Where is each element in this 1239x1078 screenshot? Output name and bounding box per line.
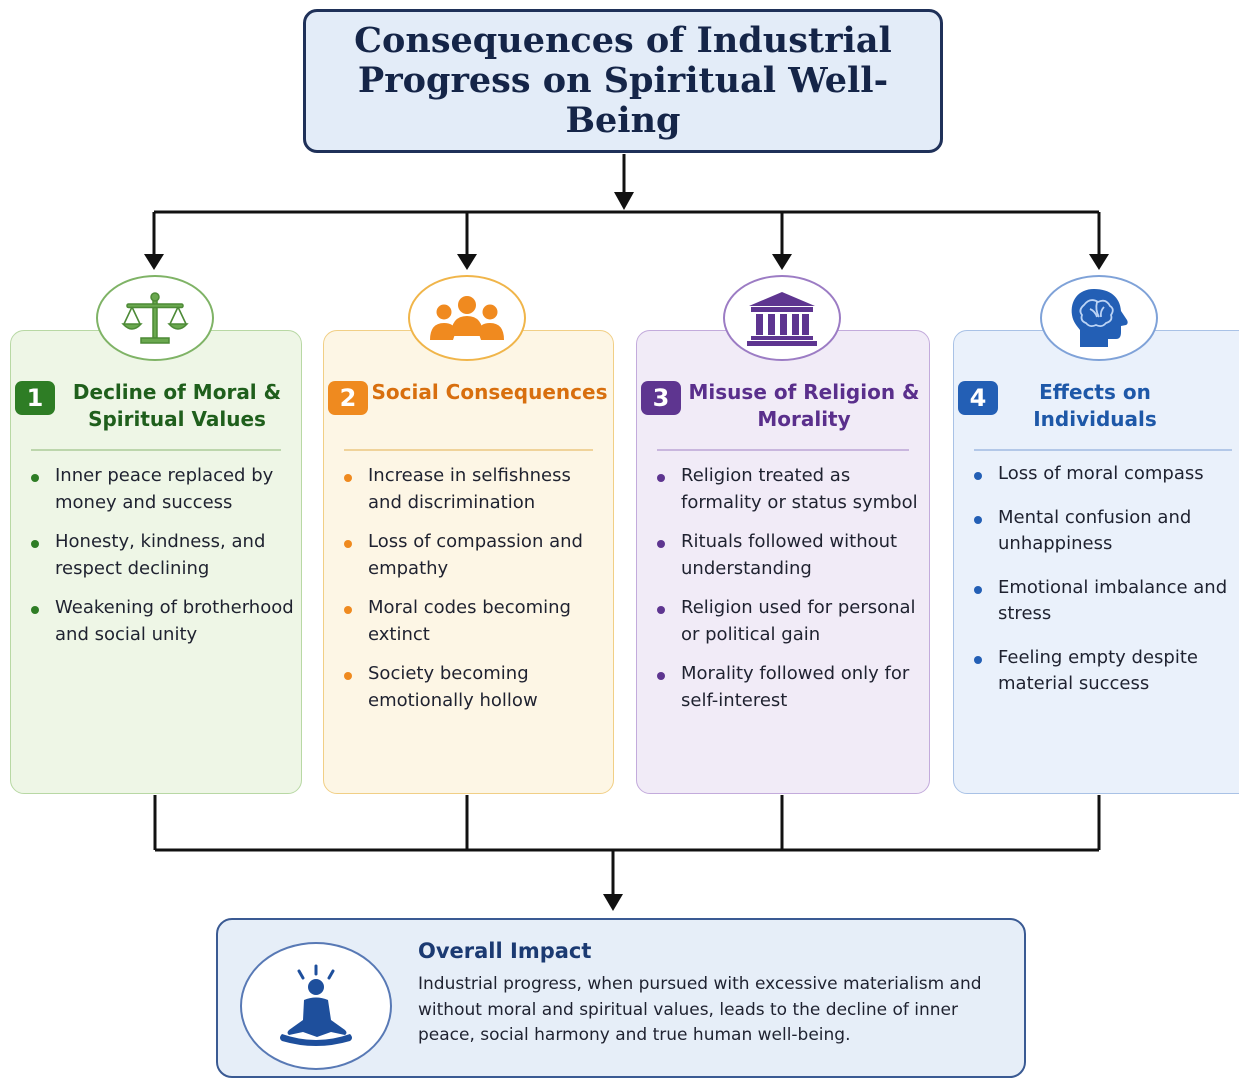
card-number-badge: 3: [641, 381, 681, 415]
list-item: Mental confusion and unhappiness: [970, 505, 1239, 558]
card-header: 4 Effects on Individuals: [954, 373, 1239, 451]
list-item: Emotional imbalance and stress: [970, 575, 1239, 628]
card-title: Decline of Moral & Spiritual Values: [72, 380, 282, 431]
card-effects-individuals: 4 Effects on Individuals Loss of moral c…: [953, 330, 1239, 794]
meditating-person-icon: [240, 942, 392, 1070]
card-number-badge: 1: [15, 381, 55, 415]
scales-of-justice-icon: [96, 275, 214, 361]
card-social-consequences: 2 Social Consequences Increase in selfis…: [323, 330, 614, 794]
list-item: Feeling empty despite material success: [970, 645, 1239, 698]
list-item: Morality followed only for self-interest: [653, 661, 923, 714]
card-divider: [657, 449, 909, 451]
bullet-list: Loss of moral compass Mental confusion a…: [970, 461, 1239, 711]
card-divider: [31, 449, 281, 451]
card-divider: [344, 449, 593, 451]
list-item: Increase in selfishness and discriminati…: [340, 463, 607, 516]
card-divider: [974, 449, 1232, 451]
card-number-badge: 4: [958, 381, 998, 415]
card-title: Social Consequences: [371, 380, 608, 404]
overall-impact-box: Overall Impact Industrial progress, when…: [216, 918, 1026, 1078]
head-brain-icon: [1040, 275, 1158, 361]
card-header: 3 Misuse of Religion & Morality: [637, 373, 929, 451]
impact-text: Industrial progress, when pursued with e…: [418, 974, 982, 1045]
list-item: Honesty, kindness, and respect declining: [27, 529, 295, 582]
people-group-icon: [408, 275, 526, 361]
title-box: Consequences of Industrial Progress on S…: [303, 9, 943, 153]
card-title: Misuse of Religion & Morality: [688, 380, 920, 431]
card-header: 2 Social Consequences: [324, 373, 613, 451]
bullet-list: Religion treated as formality or status …: [653, 463, 923, 727]
list-item: Weakening of brotherhood and social unit…: [27, 595, 295, 648]
list-item: Moral codes becoming extinct: [340, 595, 607, 648]
card-title: Effects on Individuals: [1033, 380, 1157, 431]
impact-title: Overall Impact: [418, 939, 592, 963]
list-item: Society becoming emotionally hollow: [340, 661, 607, 714]
list-item: Loss of moral compass: [970, 461, 1239, 488]
list-item: Loss of compassion and empathy: [340, 529, 607, 582]
card-misuse-religion: 3 Misuse of Religion & Morality Religion…: [636, 330, 930, 794]
card-moral-values: 1 Decline of Moral & Spiritual Values In…: [10, 330, 302, 794]
bullet-list: Inner peace replaced by money and succes…: [27, 463, 295, 661]
card-number-badge: 2: [328, 381, 368, 415]
list-item: Religion treated as formality or status …: [653, 463, 923, 516]
list-item: Inner peace replaced by money and succes…: [27, 463, 295, 516]
bullet-list: Increase in selfishness and discriminati…: [340, 463, 607, 727]
list-item: Religion used for personal or political …: [653, 595, 923, 648]
list-item: Rituals followed without understanding: [653, 529, 923, 582]
temple-building-icon: [723, 275, 841, 361]
diagram-title: Consequences of Industrial Progress on S…: [354, 20, 892, 141]
card-header: 1 Decline of Moral & Spiritual Values: [11, 373, 301, 451]
